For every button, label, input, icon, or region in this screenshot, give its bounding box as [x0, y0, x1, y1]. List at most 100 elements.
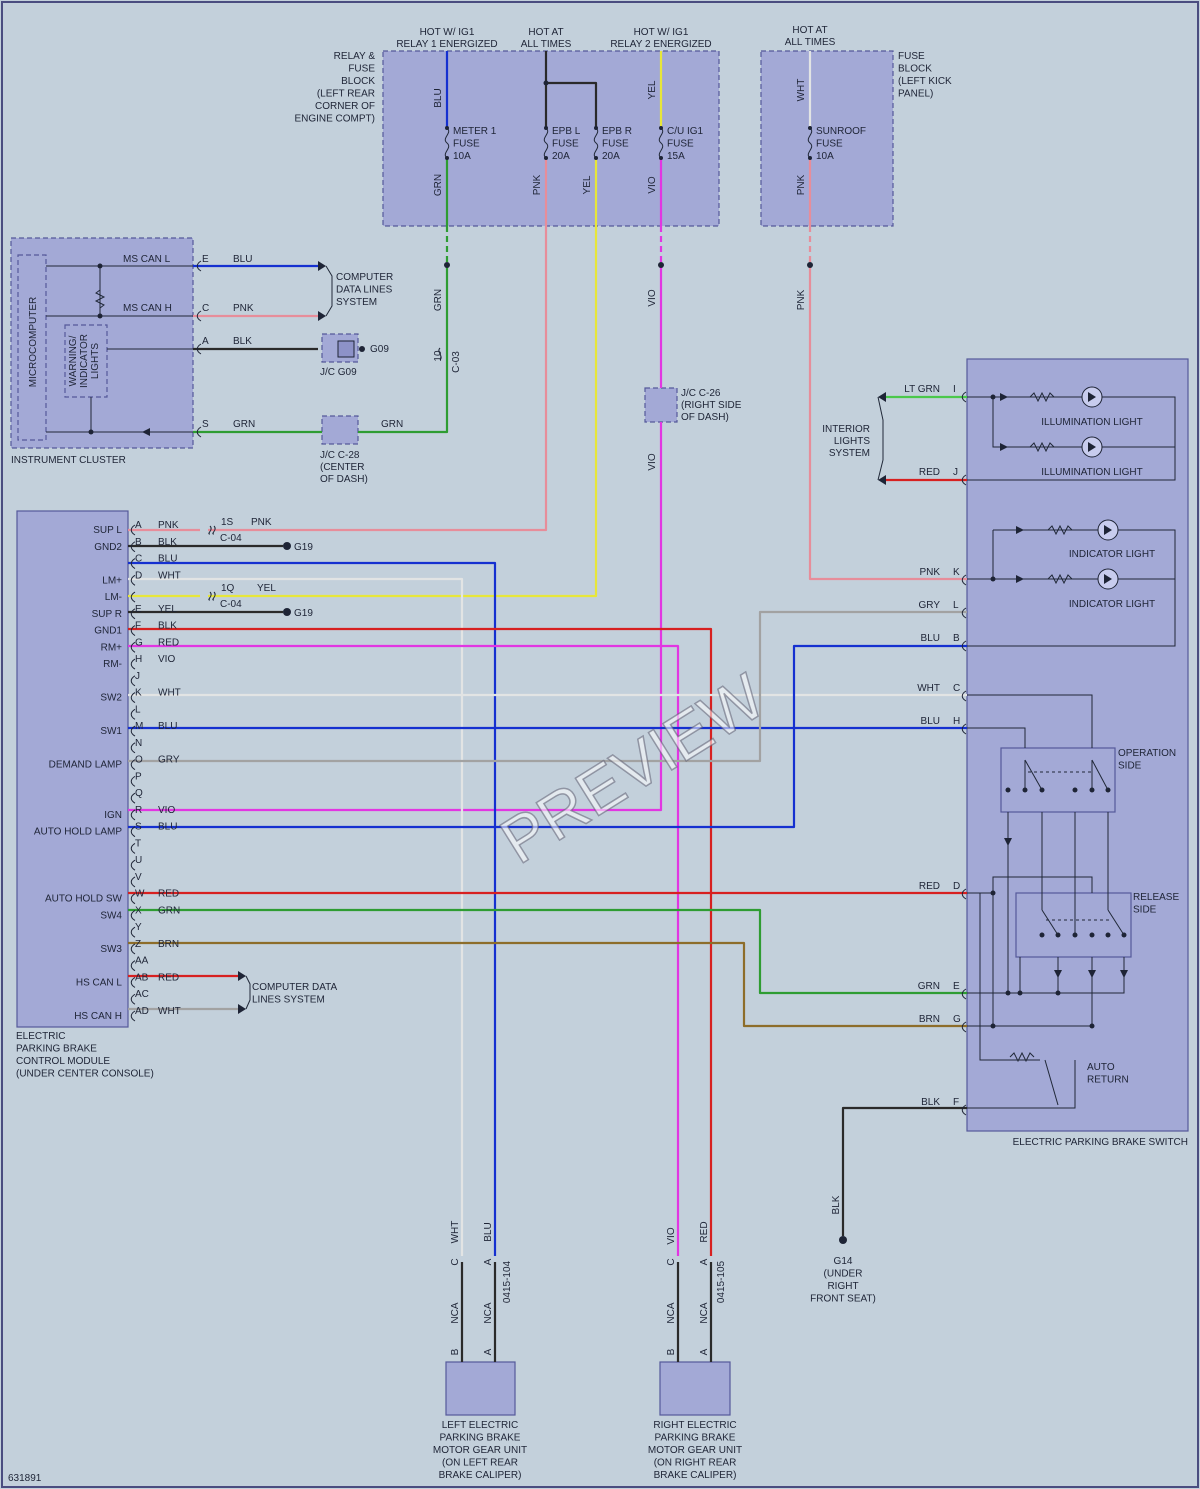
hot-label-relay1: RELAY 1 ENERGIZED [396, 39, 497, 50]
epb-pin-name: HS CAN L [76, 977, 123, 988]
motor-pin-letter: A [699, 1348, 710, 1355]
motor-pin-letter: A [699, 1258, 710, 1265]
wire-layer [128, 51, 967, 1362]
fuse-sunroof-label: FUSE [816, 139, 843, 150]
epb-pin-letter: L [135, 704, 141, 715]
wire-color-label: BLU [921, 716, 940, 727]
fuse-label: FUSE [552, 139, 579, 150]
hot-label-kick: HOT AT [792, 25, 827, 36]
wire-color-label: GRN [433, 174, 444, 196]
wire [128, 561, 497, 1256]
computer-data-lines-label: LINES SYSTEM [252, 995, 325, 1006]
epb-pin-letter: P [135, 771, 142, 782]
ground-g14-icon [839, 1236, 847, 1244]
pin-label: E [202, 254, 209, 265]
connector-c03-label: C-03 [451, 351, 462, 373]
interior-lights-label: LIGHTS [834, 436, 870, 447]
epb-switch-box [966, 358, 1189, 1132]
epb-pin-name: SW4 [100, 910, 122, 921]
motor-nca-label: NCA [450, 1302, 461, 1323]
epb-pin-letter: AA [135, 956, 149, 967]
epb-switch-label: ELECTRIC PARKING BRAKE SWITCH [1013, 1137, 1188, 1148]
illumination-light-label: ILLUMINATION LIGHT [1041, 467, 1143, 478]
epb-pin-name: SUP L [93, 525, 122, 536]
computer-data-lines-label: SYSTEM [336, 297, 377, 308]
pin-label: C [202, 303, 209, 314]
diode-icon [1000, 443, 1008, 451]
ground-g19-label: G19 [294, 608, 313, 619]
wire-color-label: YEL [582, 175, 593, 194]
epb-pin-letter: B [135, 537, 142, 548]
wire [208, 158, 548, 532]
motor-nca-label: NCA [483, 1302, 494, 1323]
wire-color-label: RED [919, 881, 940, 892]
wire [841, 1106, 967, 1236]
left-motor-box [445, 1361, 516, 1416]
arrow-icon [878, 475, 886, 485]
wire-color-label: VIO [647, 453, 658, 470]
wire-color-label: PNK [796, 174, 807, 195]
fuse-sunroof-label: 10A [816, 151, 834, 162]
wire-color-label: WHT [158, 1006, 181, 1017]
wire-color-label: GRN [158, 905, 180, 916]
release-side-label: RELEASE [1133, 892, 1179, 903]
arrow-icon [238, 1004, 246, 1014]
motor-pin-letter: B [450, 1348, 461, 1355]
arrows [238, 261, 886, 1014]
jc-c26-label: J/C C-26 [681, 388, 721, 399]
relay-fuse-block-label: ENGINE COMPT) [294, 114, 375, 125]
figure-id: 631891 [8, 1473, 42, 1484]
kick-panel-fuse-block [760, 50, 894, 227]
wire [128, 610, 967, 763]
epb-pin-letter: D [135, 570, 142, 581]
jc-c28-box [321, 415, 359, 445]
epb-pin-letter: J [135, 671, 140, 682]
fuse-label: FUSE [453, 139, 480, 150]
epb-pin-name: SW1 [100, 726, 122, 737]
epb-pin-letter: W [135, 889, 145, 900]
wire [128, 627, 713, 1256]
fuse-label: METER 1 [453, 126, 497, 137]
epb-pin-letter: H [135, 654, 142, 665]
auto-return-label: AUTO [1087, 1062, 1115, 1073]
fuse-label: FUSE [667, 139, 694, 150]
epb-pin-letter: Z [135, 939, 141, 950]
wire [128, 908, 967, 995]
wire-color-label: WHT [796, 79, 807, 102]
wire-color-label: PNK [532, 174, 543, 195]
epb-pin-name: IGN [104, 810, 122, 821]
epb-pin-letter: AC [135, 989, 149, 1000]
wire-color-label: BLU [483, 1222, 494, 1241]
switch-pin-letter: K [953, 567, 960, 578]
epb-pin-letter: U [135, 855, 142, 866]
arrow-icon [318, 261, 326, 271]
instrument-cluster-label: INSTRUMENT CLUSTER [11, 455, 126, 466]
right-motor-label: PARKING BRAKE [655, 1433, 736, 1444]
wire-color-label: PNK [251, 517, 272, 528]
epb-pin-letter: N [135, 738, 142, 749]
wire-color-label: BLU [921, 633, 940, 644]
relay-fuse-block [382, 50, 720, 227]
ground-g19-icon [283, 608, 291, 616]
wire-color-label: VIO [158, 654, 175, 665]
arrow-icon [238, 971, 246, 981]
connector-marks [130, 260, 967, 1116]
wire-color-label: GRY [158, 755, 180, 766]
epb-pin-name: SUP R [92, 609, 122, 620]
relay-fuse-block-label: FUSE [348, 64, 375, 75]
microcomputer-box [17, 254, 47, 441]
diode-icon [1088, 970, 1096, 978]
wire-color-label: VIO [647, 289, 658, 306]
left-motor-label: (ON LEFT REAR [442, 1458, 518, 1469]
wire [128, 644, 680, 1256]
wire-color-label: VIO [158, 805, 175, 816]
diode-icon [1016, 575, 1024, 583]
fuse-label: EPB L [552, 126, 581, 137]
wire-color-label: GRN [381, 419, 403, 430]
epb-pin-letter: Y [135, 922, 142, 933]
fuse-epb-r [593, 127, 599, 159]
resistor-icon [1047, 573, 1073, 585]
wire-color-label: RED [699, 1221, 710, 1242]
